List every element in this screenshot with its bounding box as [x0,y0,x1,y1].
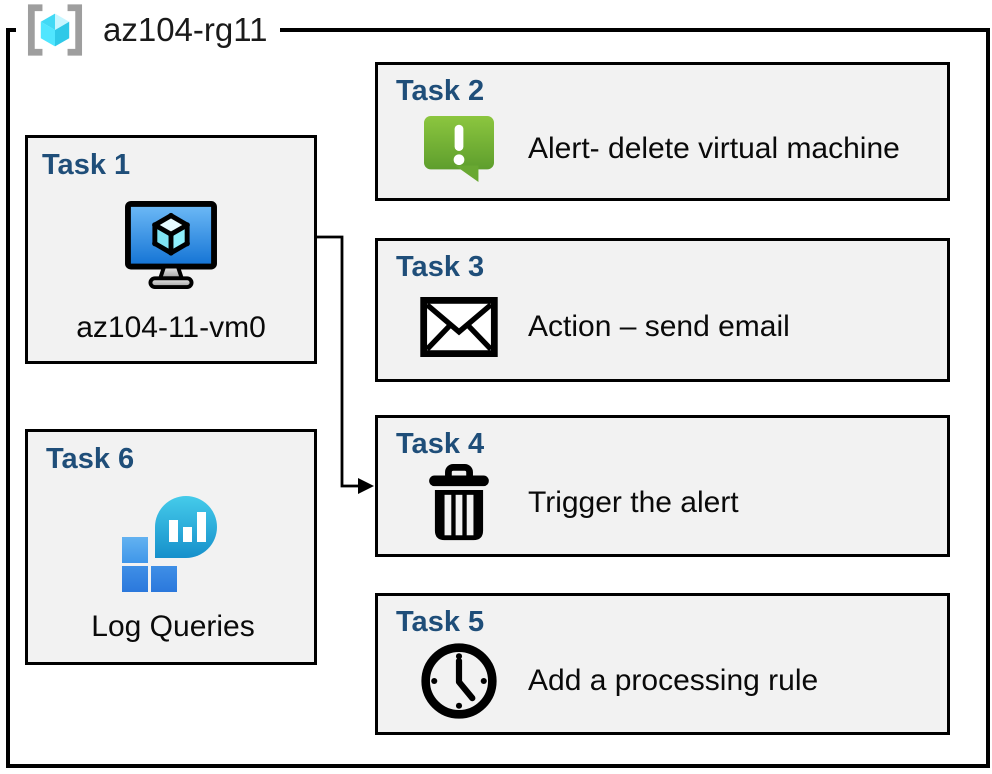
task-1-label: az104-11-vm0 [76,311,266,344]
resource-group-icon [22,2,88,58]
task-4-box: Task 4 Trigger the alert [375,415,950,557]
task-6-title: Task 6 [46,443,135,475]
task-2-label: Alert- delete virtual machine [528,131,900,165]
task-5-label: Add a processing rule [528,664,819,698]
task-2-title: Task 2 [396,75,485,107]
task-6-label: Log Queries [91,610,255,643]
resource-group-name: az104-rg11 [103,11,268,48]
email-envelope-icon [416,297,502,358]
task-4-title: Task 4 [396,428,485,460]
task-3-label: Action – send email [528,310,790,344]
clock-icon [416,641,502,721]
task-5-title: Task 5 [396,606,485,638]
task-1-box: Task 1 [25,135,317,364]
alert-message-icon [416,114,502,184]
task-3-box: Task 3 Action – send email [375,238,950,382]
task-1-title: Task 1 [42,149,131,181]
task-4-label: Trigger the alert [528,486,739,520]
log-analytics-icon [122,494,224,592]
task-6-box: Task 6 [25,429,317,665]
trash-delete-icon [416,463,502,543]
virtual-machine-icon [123,201,219,291]
resource-group-header: az104-rg11 [16,2,280,58]
task-2-box: Task 2 Alert- delete virtual machine [375,62,950,201]
task-3-title: Task 3 [396,251,485,283]
task-5-box: Task 5 Add a processing rule [375,593,950,735]
